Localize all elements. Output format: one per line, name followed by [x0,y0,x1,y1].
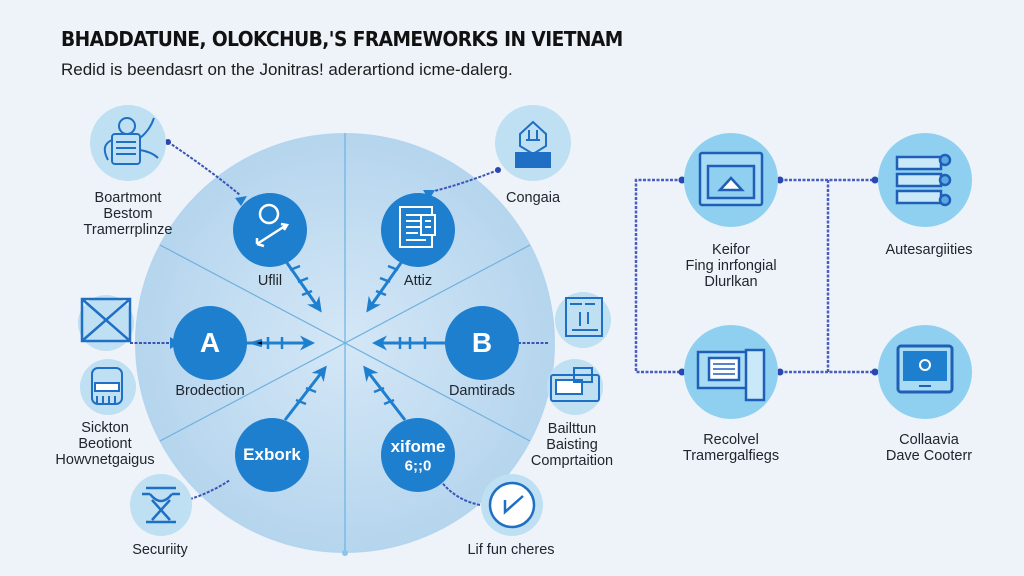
satellite-bottom-right-label: Lif fun cheres [467,542,555,558]
satellite-bottom-left-label: Securiity [132,542,188,558]
satellite-top-right-label: Congaia [505,190,561,206]
satellite-right-upper[interactable] [555,292,611,348]
factory-icon [565,297,603,337]
inner-node-top-right-label: Attiz [403,273,433,289]
browser-window-icon [698,151,764,207]
satellite-top-left[interactable] [90,105,166,181]
inner-node-right-text: B [471,327,493,358]
network-connectors [634,178,875,374]
inner-node-right[interactable] [445,306,519,380]
server-list-icon [895,153,952,207]
building-icon [515,120,551,168]
page-subtitle: Redid is beendasrt on the Jonitras! ader… [61,60,513,79]
clock-icon [488,481,536,529]
inner-node-right-label: Damtirads [448,383,516,399]
inner-node-top-right[interactable] [381,193,455,267]
robot-icon [103,117,159,165]
inner-node-left-text: A [199,327,221,358]
satellite-right-lower[interactable] [547,359,603,415]
inner-node-left-label: Brodection [175,383,245,399]
network-node-n4-label: Collaavia Dave Cooterr [885,432,973,464]
inner-node-bottom-left-text: Exbork [243,445,301,464]
security-icon [142,486,180,524]
satellite-left-lower[interactable] [80,359,136,415]
satellite-top-left-label: Boartmont Bestom Tramerrplinze [83,190,173,238]
network-node-n1-label: Keifor Fing inrfongial Dlurlkan [685,242,777,290]
page-title: BHADDATUNE, OLOKCHUB,'S FRAMEWORKS IN VI… [61,27,623,51]
network-node-n4[interactable] [878,325,972,419]
network-node-n3[interactable] [684,325,778,419]
inner-node-bottom-left[interactable] [235,418,309,492]
person-arrow-icon [255,203,290,248]
document-icon [399,206,436,248]
inner-node-top-left-label: Uflil [257,273,283,289]
satellite-bottom-left[interactable] [130,474,192,536]
arrow-bottom-left [283,365,327,421]
satellite-left-lower-label: Sickton Beotiont Howvnetgaigus [55,420,155,468]
hub-spokes [159,133,531,553]
satellite-bottom-right[interactable] [481,474,543,536]
network-node-n2[interactable] [878,133,972,227]
satellite-left-upper[interactable] [78,295,134,351]
inner-node-bottom-right[interactable] [381,418,455,492]
network-node-n2-label: Autesargiities [885,242,973,258]
inner-node-bottom-right-text: xifome [390,437,446,456]
satellite-top-right[interactable] [495,105,571,181]
document-panel-icon [696,348,766,402]
network-node-n1[interactable] [684,133,778,227]
crossed-box-icon [80,297,132,343]
network-node-n3-label: Recolvel Tramergalfiegs [682,432,780,464]
satellite-right-lower-label: Bailttun Baisting Comprtaition [530,421,614,469]
chain-connectors [130,141,548,509]
inner-node-bottom-right-text2: 6;;0 [404,457,432,475]
printer-icon [550,367,600,402]
machine-icon [91,367,123,405]
inner-node-top-left[interactable] [233,193,307,267]
inner-node-left[interactable] [173,306,247,380]
arrow-bottom-right [363,365,407,421]
monitor-icon [896,344,954,394]
